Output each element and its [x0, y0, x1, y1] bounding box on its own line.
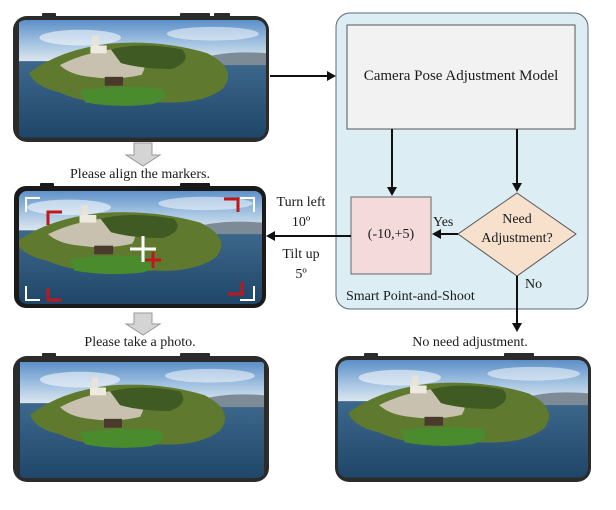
- phone-middle-left: [14, 183, 266, 308]
- yes-label: Yes: [433, 215, 454, 230]
- offset-output-box: [350, 196, 432, 275]
- arrow-model-to-output: [387, 129, 397, 196]
- decision-label-line2: Adjustment?: [481, 231, 553, 246]
- red-alignment-markers: [46, 197, 244, 302]
- tilt-instruction-line2: 5º: [295, 267, 307, 282]
- viewfinder-corners: [25, 197, 255, 301]
- output-box-label: (-10,+5): [367, 227, 415, 242]
- take-photo-caption: Please take a photo.: [84, 335, 196, 350]
- center-crosshair: [130, 236, 161, 268]
- arrow-output-to-phone: [266, 231, 351, 241]
- phone-bottom-left: [13, 353, 269, 482]
- gray-down-arrow-2: [124, 312, 162, 336]
- no-label: No: [525, 277, 543, 292]
- phone-top-left: [13, 13, 269, 142]
- camera-pose-model-box: [346, 24, 576, 130]
- turn-instruction-line2: 10º: [291, 215, 311, 230]
- tilt-instruction-line1: Tilt up: [282, 247, 320, 262]
- decision-label-line1: Need: [502, 212, 532, 227]
- arrow-model-to-decision: [512, 129, 522, 192]
- arrow-decision-no: [512, 276, 522, 332]
- panel-label: Smart Point-and-Shoot: [346, 289, 475, 304]
- turn-instruction-line1: Turn left: [276, 195, 326, 210]
- model-box-label: Camera Pose Adjustment Model: [363, 68, 559, 84]
- no-need-adjustment-caption: No need adjustment.: [412, 335, 528, 350]
- arrow-phone-to-model: [270, 71, 336, 81]
- phone-bottom-right: [335, 353, 591, 482]
- gray-down-arrow-1: [124, 142, 162, 167]
- align-markers-caption: Please align the markers.: [70, 167, 210, 182]
- arrow-decision-yes: [432, 229, 458, 239]
